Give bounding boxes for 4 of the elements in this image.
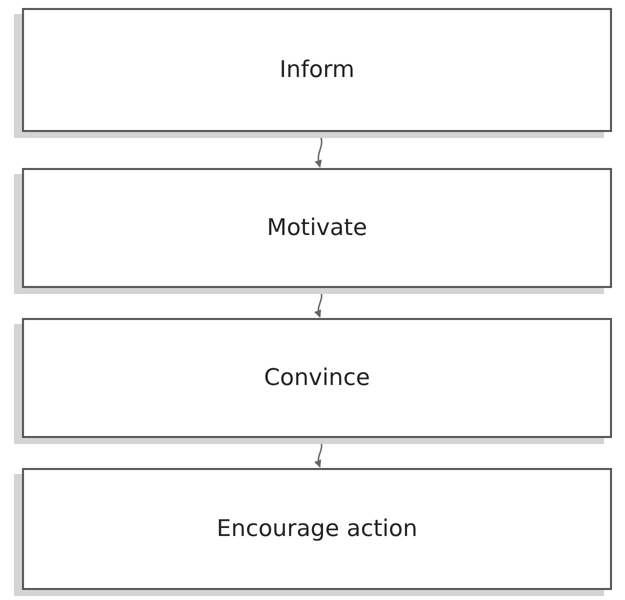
- step-label: Motivate: [266, 215, 368, 241]
- step-label: Inform: [280, 57, 354, 83]
- step-label: Encourage action: [216, 516, 418, 542]
- step-label: Convince: [264, 365, 370, 391]
